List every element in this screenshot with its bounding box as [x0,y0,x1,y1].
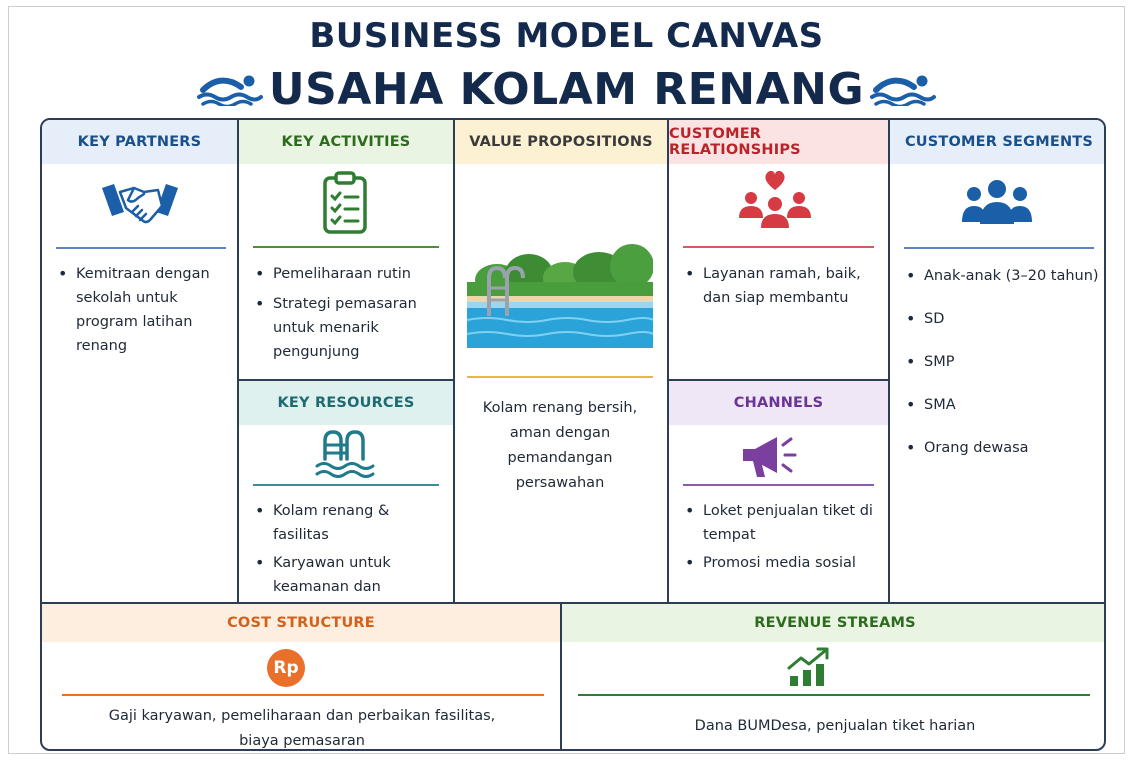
value-propositions-block: VALUE PROPOSITIONS Kolam renang bersih, … [455,120,669,602]
customer-segments-block: CUSTOMER SEGMENTS Anak-anak (3–20 tahun)… [890,120,1104,602]
cost-structure-header: COST STRUCTURE [42,604,560,642]
value-propositions-divider [467,376,653,378]
customer-relationships-list: Layanan ramah, baik, dan siap membantu [683,262,879,316]
customer-relationships-header: CUSTOMER RELATIONSHIPS [669,120,888,164]
list-item: Layanan ramah, baik, dan siap membantu [683,262,879,310]
key-activities-header: KEY ACTIVITIES [239,120,453,164]
cost-structure-divider [62,694,544,696]
swimmer-icon [196,64,263,120]
swimming-pool-illustration [466,238,654,352]
title-line-2-row: USAHA KOLAM RENANG [0,62,1133,120]
key-resources-header: KEY RESOURCES [239,381,453,425]
swimmer-icon-right [870,64,937,120]
revenue-streams-header: REVENUE STREAMS [562,604,1104,642]
people-heart-icon [737,168,813,234]
list-item: Promosi media sosial [683,551,879,575]
key-activities-block: KEY ACTIVITIES Pemeliharaan rutin Strate… [239,120,455,381]
key-partners-header: KEY PARTNERS [42,120,237,164]
handshake-icon [100,176,180,236]
customer-segments-divider [904,247,1094,249]
channels-header: CHANNELS [669,381,888,425]
title-line-1: BUSINESS MODEL CANVAS [309,16,824,56]
clipboard-checklist-icon [321,170,369,238]
customer-segments-header: CUSTOMER SEGMENTS [890,120,1104,164]
business-model-canvas: KEY PARTNERS Kemitraan dengan sekolah un… [40,118,1106,751]
customer-segments-list: Anak-anak (3–20 tahun) SD SMP SMA Orang … [904,264,1104,466]
rupiah-coin-label: Rp [273,658,299,678]
list-item: Pemeliharaan rutin [253,262,439,286]
key-activities-list: Pemeliharaan rutin Strategi pemasaran un… [253,262,439,370]
channels-block: CHANNELS Loket penjualan tiket di tempat… [669,381,890,602]
list-item: SMA [904,393,1104,417]
key-resources-divider [253,484,439,486]
revenue-streams-divider [578,694,1090,696]
value-propositions-text: Kolam renang bersih, aman dengan pemanda… [482,400,638,491]
list-item: Kolam renang & fasilitas [253,499,439,547]
customer-relationships-block: CUSTOMER RELATIONSHIPS Layanan ramah, ba… [669,120,890,381]
page-title: USAHA KOLAM RENANG [268,64,865,115]
key-partners-divider [56,247,226,249]
pool-ladder-icon [315,429,377,483]
revenue-streams-text: Dana BUMDesa, penjualan tiket harian [694,718,976,734]
group-icon [960,178,1034,232]
list-item: Kemitraan dengan sekolah untuk program l… [56,262,226,358]
channels-divider [683,484,874,486]
value-propositions-header: VALUE PROPOSITIONS [455,120,667,164]
channels-list: Loket penjualan tiket di tempat Promosi … [683,499,879,581]
key-resources-block: KEY RESOURCES Kolam renang & fasilitas K… [239,381,455,619]
list-item: Loket penjualan tiket di tempat [683,499,879,547]
cost-structure-text: Gaji karyawan, pemeliharaan dan perbaika… [108,708,496,749]
cost-structure-block: COST STRUCTURE Rp Gaji karyawan, pemelih… [42,602,562,749]
key-activities-divider [253,246,439,248]
key-partners-block: KEY PARTNERS Kemitraan dengan sekolah un… [42,120,239,602]
list-item: Anak-anak (3–20 tahun) [904,264,1104,288]
megaphone-icon [739,433,801,483]
list-item: SD [904,307,1104,331]
list-item: Strategi pemasaran untuk menarik pengunj… [253,292,439,364]
key-partners-list: Kemitraan dengan sekolah untuk program l… [56,262,226,364]
list-item: Orang dewasa [904,436,1104,460]
growth-chart-icon [786,646,832,692]
customer-relationships-divider [683,246,874,248]
rupiah-coin-icon: Rp [267,649,305,687]
list-item: SMP [904,350,1104,374]
revenue-streams-block: REVENUE STREAMS Dana BUMDesa, penjualan … [562,602,1104,749]
